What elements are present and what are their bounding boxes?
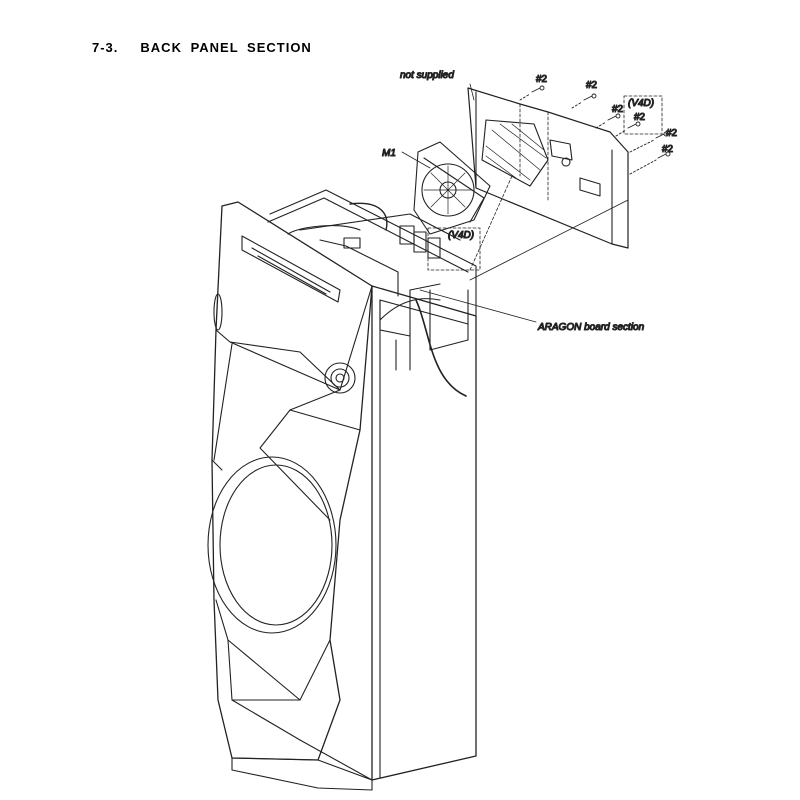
variant-box-top: [623, 95, 663, 135]
back-panel: [467, 87, 629, 281]
screw-icon: [571, 93, 597, 109]
screw-icon: [519, 85, 545, 101]
not-supplied-label: not supplied: [400, 70, 454, 81]
variant-label: (V4D): [628, 98, 654, 109]
speaker-cabinet: [207, 201, 477, 791]
screw-label: #2: [662, 144, 674, 155]
leader-not-supplied: [469, 83, 475, 101]
screw-icon: [595, 113, 621, 129]
leader-m1: [401, 151, 431, 169]
section-title: BACK PANEL SECTION: [140, 40, 312, 55]
cooling-fan-m1: [413, 141, 491, 235]
m1-label: M1: [382, 148, 396, 159]
screw-label: #2: [634, 112, 646, 123]
screw-label: #2: [612, 104, 624, 115]
screw-icon: [629, 151, 671, 175]
section-heading: 7-3. BACK PANEL SECTION: [92, 40, 312, 55]
screw-label: #2: [536, 74, 548, 85]
section-number: 7-3.: [92, 40, 119, 55]
variant-box-chassis: [427, 227, 481, 271]
aragon-board-label: ARAGON board section: [537, 322, 645, 333]
screw-icon: [629, 131, 669, 153]
screw-label: #2: [586, 80, 598, 91]
leader-aragon: [419, 289, 537, 323]
screw-label: #2: [666, 128, 678, 139]
internal-chassis: [267, 189, 477, 397]
variant-label: (V4D): [448, 230, 474, 241]
screws: [519, 85, 671, 175]
